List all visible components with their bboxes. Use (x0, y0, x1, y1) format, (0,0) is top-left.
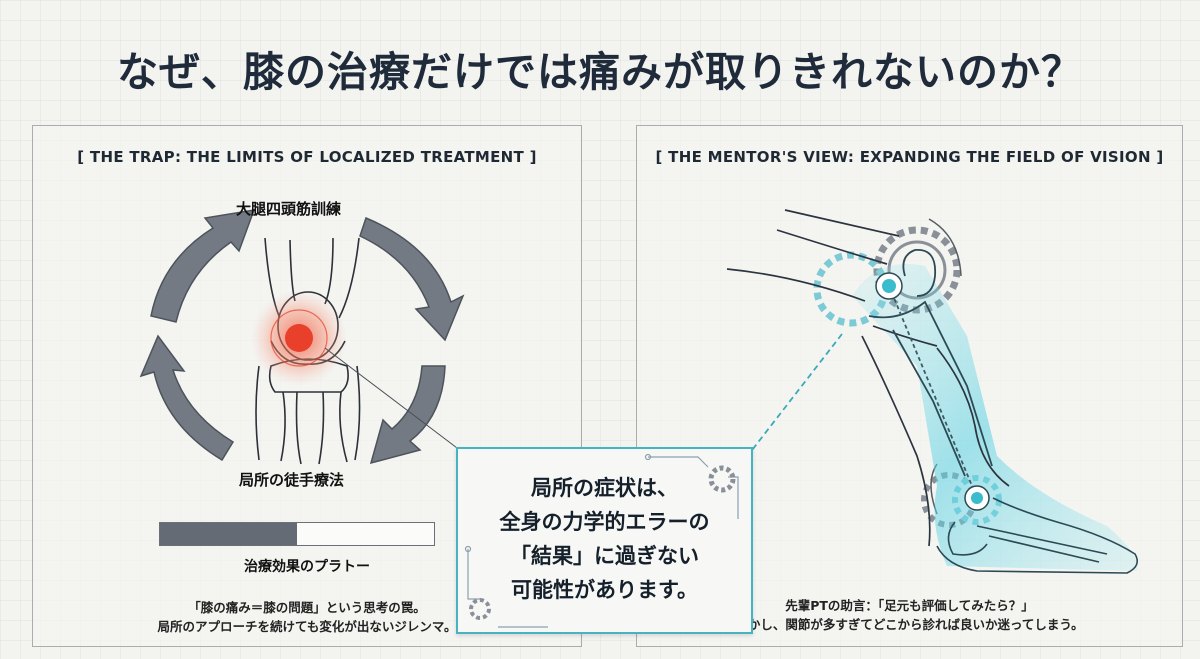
key-insight-callout: 局所の症状は、 全身の力学的エラーの 「結果」に過ぎない 可能性があります。 (456, 447, 753, 634)
cycle-bottom-label: 局所の徒手療法 (239, 471, 345, 489)
foot-bones-drawing (936, 497, 1138, 574)
plateau-label: 治療効果のプラトー (244, 559, 370, 575)
knee-cycle-illustration (139, 209, 465, 465)
callout-gear-top-icon (708, 465, 736, 493)
pain-point (285, 324, 313, 352)
trap-panel-heading: [ THE TRAP: THE LIMITS OF LOCALIZED TREA… (77, 148, 537, 166)
treatment-effect-bar-fill (160, 523, 297, 545)
callout-line4: 可能性があります。 (511, 578, 698, 602)
trap-caption-line1: 「膝の痛み＝膝の問題」という思考の罠。 (188, 600, 426, 615)
page-title: なぜ、膝の治療だけでは痛みが取りきれないのか？ (117, 48, 1083, 96)
mentor-caption-line1: 先輩PTの助言：「足元も評価してみたら？」 (785, 598, 1034, 613)
cycle-arrows (139, 209, 465, 465)
rotation-arrow-top (928, 218, 962, 277)
cycle-top-label: 大腿四頭筋訓練 (236, 200, 342, 218)
cycle-arrow-bottom-right (369, 365, 446, 465)
cycle-arrow-top-right (359, 216, 465, 342)
callout-leader-line (324, 347, 462, 452)
leg-kinetic-chain-illustration (726, 209, 1138, 574)
trap-panel: [ THE TRAP: THE LIMITS OF LOCALIZED TREA… (32, 125, 582, 647)
circuit-decoration (464, 453, 739, 628)
treatment-effect-bar (159, 522, 435, 546)
leg-glow (852, 264, 1138, 571)
cycle-arrow-bottom-left (139, 334, 235, 462)
callout-gear-bottom-icon (469, 598, 491, 620)
callout-line2: 全身の力学的エラーの (499, 510, 710, 534)
pain-ring (270, 309, 328, 367)
callout-line3: 「結果」に過ぎない (510, 544, 699, 568)
callout-dashed-leader (748, 333, 843, 455)
calf-outline (861, 335, 1010, 547)
cycle-arrow-top-left (150, 209, 256, 323)
tibia-fibula-drawing (868, 249, 993, 499)
mentor-panel-heading: [ THE MENTOR'S VIEW: EXPANDING THE FIELD… (655, 148, 1164, 166)
mentor-caption-line2: しかし、関節が多すぎてどこから診れば良いか迷ってしまう。 (735, 617, 1084, 632)
trap-caption-line2: 局所のアプローチを続けても変化が出ないジレンマ。 (157, 619, 457, 634)
thigh-outline (726, 209, 938, 347)
callout-line1: 局所の症状は、 (531, 476, 678, 500)
